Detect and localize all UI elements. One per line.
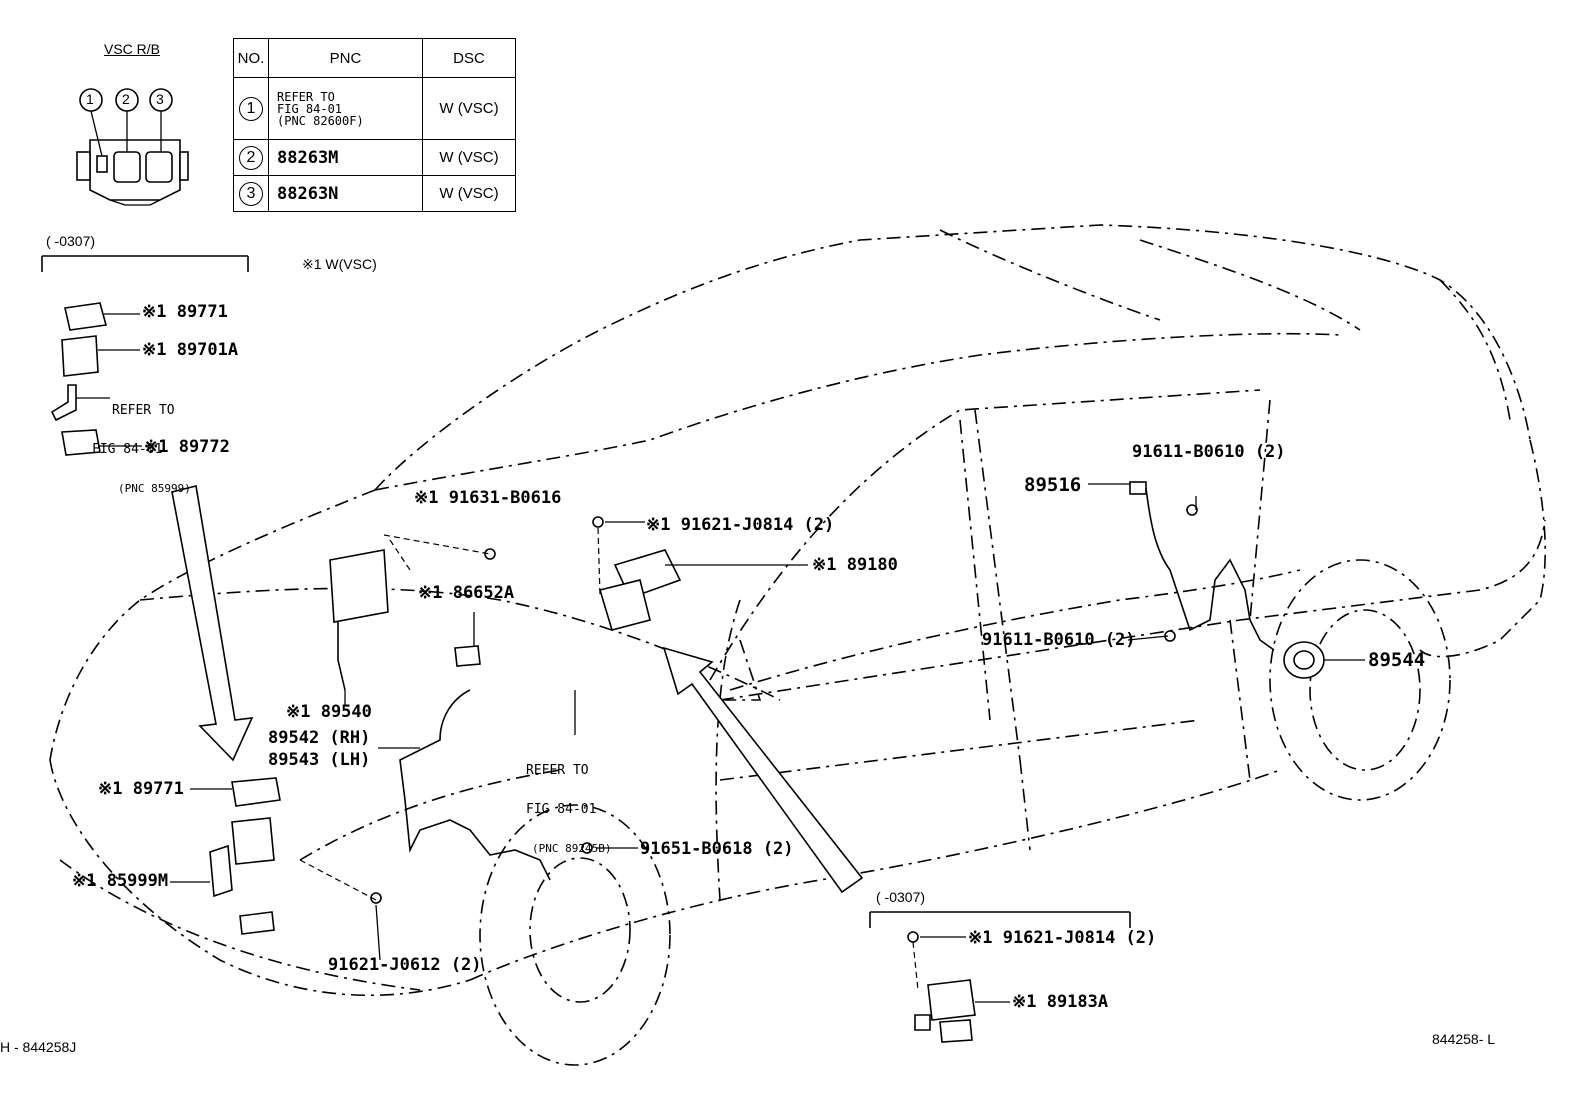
header-dsc: DSC: [422, 38, 516, 78]
refer-note-left: REFER TO FIG 84-01 (PNC 85999): [92, 403, 191, 495]
row-number: 1: [239, 96, 263, 121]
table-row: 1 REFER TO FIG 84-01 (PNC 82600F) W (VSC…: [233, 77, 516, 140]
label-89772: ※1 89772: [144, 437, 230, 457]
table-row: 3 88263N W (VSC): [233, 175, 516, 212]
connector-number-1: 1: [86, 91, 94, 107]
table-row: 2 88263M W (VSC): [233, 139, 516, 176]
label-86652a: ※1 86652A: [418, 583, 515, 603]
label-91611-b0610-mid: 91611-B0610 (2): [982, 630, 1136, 650]
label-91611-b0610-top: 91611-B0610 (2): [1132, 442, 1286, 462]
date-range-top: ( -0307): [46, 233, 96, 249]
label-91621-j0814-bottom: ※1 91621-J0814 (2): [968, 928, 1157, 948]
header-pnc: PNC: [268, 38, 423, 78]
label-89701a: ※1 89701A: [142, 340, 239, 360]
label-89540: ※1 89540: [286, 702, 372, 722]
vsc-rb-title: VSC R/B: [104, 41, 161, 57]
refer-note-center: REFER TO FIG 84-01 (PNC 89245B): [526, 763, 612, 855]
footer-code-right: 844258- L: [1432, 1031, 1496, 1047]
label-89543-lh: 89543 (LH): [268, 750, 371, 770]
label-85999m: ※1 85999M: [72, 871, 169, 891]
row-pnc: 88263N: [268, 175, 423, 212]
header-no: NO.: [233, 38, 269, 78]
label-89180: ※1 89180: [812, 555, 898, 575]
row-dsc: W (VSC): [422, 77, 516, 140]
label-89516: 89516: [1024, 474, 1082, 496]
row-pnc: 88263M: [268, 139, 423, 176]
connector-number-3: 3: [156, 91, 164, 107]
label-91651-b0618: 91651-B0618 (2): [640, 839, 794, 859]
footer-code-left: H - 844258J: [0, 1039, 77, 1055]
connector-number-2: 2: [122, 91, 130, 107]
table-header-row: NO. PNC DSC: [233, 38, 516, 78]
label-89542-rh: 89542 (RH): [268, 728, 371, 748]
row-dsc: W (VSC): [422, 139, 516, 176]
row-number: 2: [239, 145, 263, 170]
label-89544: 89544: [1368, 649, 1426, 671]
label-89771-top: ※1 89771: [142, 302, 228, 322]
label-91621-j0612: 91621-J0612 (2): [328, 955, 482, 975]
label-89183a: ※1 89183A: [1012, 992, 1109, 1012]
row-number: 3: [239, 181, 263, 206]
date-range-bottom: ( -0307): [876, 889, 926, 905]
label-89771-mid: ※1 89771: [98, 779, 184, 799]
row-pnc: REFER TO FIG 84-01 (PNC 82600F): [268, 77, 423, 140]
w-vsc-note: ※1 W(VSC): [302, 256, 377, 272]
pnc-table: NO. PNC DSC 1 REFER TO FIG 84-01 (PNC 82…: [233, 38, 516, 212]
label-91631-b0616: ※1 91631-B0616: [414, 488, 562, 508]
label-91621-j0814-top: ※1 91621-J0814 (2): [646, 515, 835, 535]
row-dsc: W (VSC): [422, 175, 516, 212]
